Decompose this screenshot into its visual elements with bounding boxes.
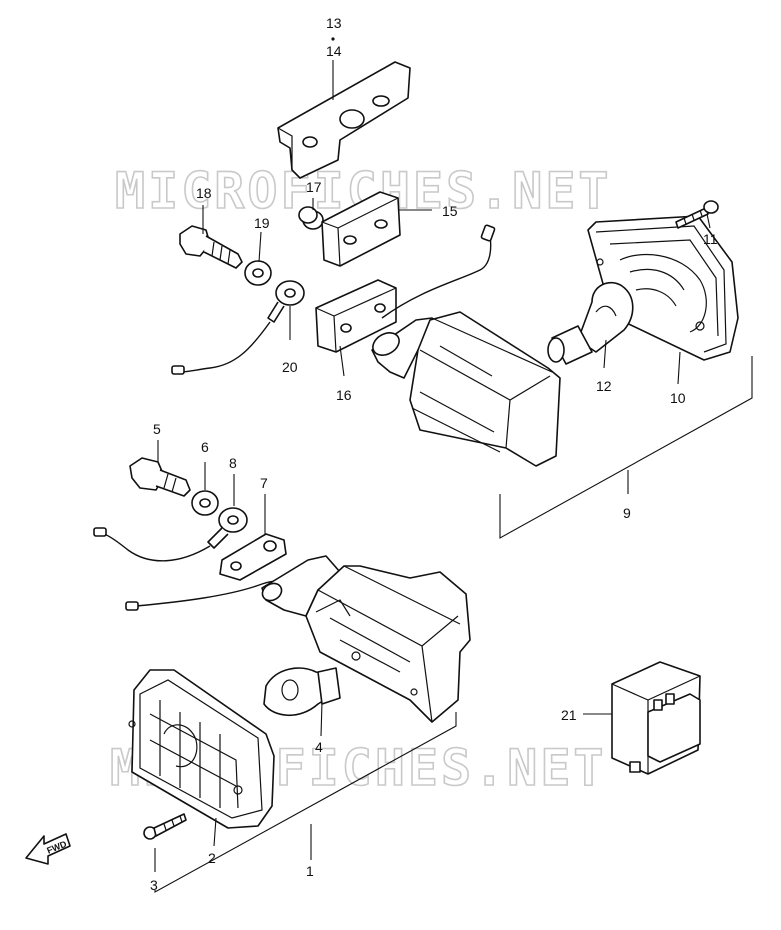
callout-2: 2 xyxy=(208,850,216,866)
washer-lower xyxy=(191,490,219,516)
callout-11: 11 xyxy=(703,231,718,247)
callout-13: 13 xyxy=(326,15,342,31)
callout-numbers: 13 14 17 15 18 19 20 16 11 12 10 9 5 6 8… xyxy=(150,15,718,893)
mounting-bracket-rear xyxy=(315,279,397,353)
collar xyxy=(298,206,324,230)
rear-signal-housing xyxy=(371,224,561,467)
callout-20: 20 xyxy=(282,359,298,375)
screw-front xyxy=(143,813,187,840)
callout-10: 10 xyxy=(670,390,686,406)
bulb-front xyxy=(263,667,341,716)
ground-wire-lower xyxy=(93,507,248,562)
callout-9: 9 xyxy=(623,505,631,521)
callout-7: 7 xyxy=(260,475,268,491)
callout-18: 18 xyxy=(196,185,212,201)
callout-8: 8 xyxy=(229,455,237,471)
callout-1: 1 xyxy=(306,863,314,879)
bolt-upper xyxy=(179,225,243,269)
callout-5: 5 xyxy=(153,421,161,437)
callout-16: 16 xyxy=(336,387,352,403)
front-signal-housing xyxy=(125,555,471,723)
mounting-plate-upper xyxy=(321,191,401,267)
washer-upper xyxy=(244,260,272,286)
callout-12: 12 xyxy=(596,378,612,394)
bolt-lower xyxy=(129,457,191,497)
relay xyxy=(611,661,701,775)
callout-21: 21 xyxy=(561,707,577,723)
forward-direction-arrow-icon: FWD xyxy=(25,833,71,865)
callout-15: 15 xyxy=(442,203,458,219)
screw-rear xyxy=(675,200,719,229)
front-lens xyxy=(128,669,275,829)
ground-wire-upper xyxy=(171,280,305,375)
leader-lines xyxy=(154,60,753,893)
gasket-lower xyxy=(219,533,287,581)
bracket-plate xyxy=(277,61,411,179)
callout-14: 14 xyxy=(326,43,342,59)
bulb-rear xyxy=(547,281,634,365)
callout-3: 3 xyxy=(150,877,158,893)
callout-19: 19 xyxy=(254,215,270,231)
callout-6: 6 xyxy=(201,439,209,455)
callout-dot xyxy=(331,37,335,41)
callout-17: 17 xyxy=(306,179,322,195)
rear-lens xyxy=(587,215,739,361)
callout-4: 4 xyxy=(315,739,323,755)
